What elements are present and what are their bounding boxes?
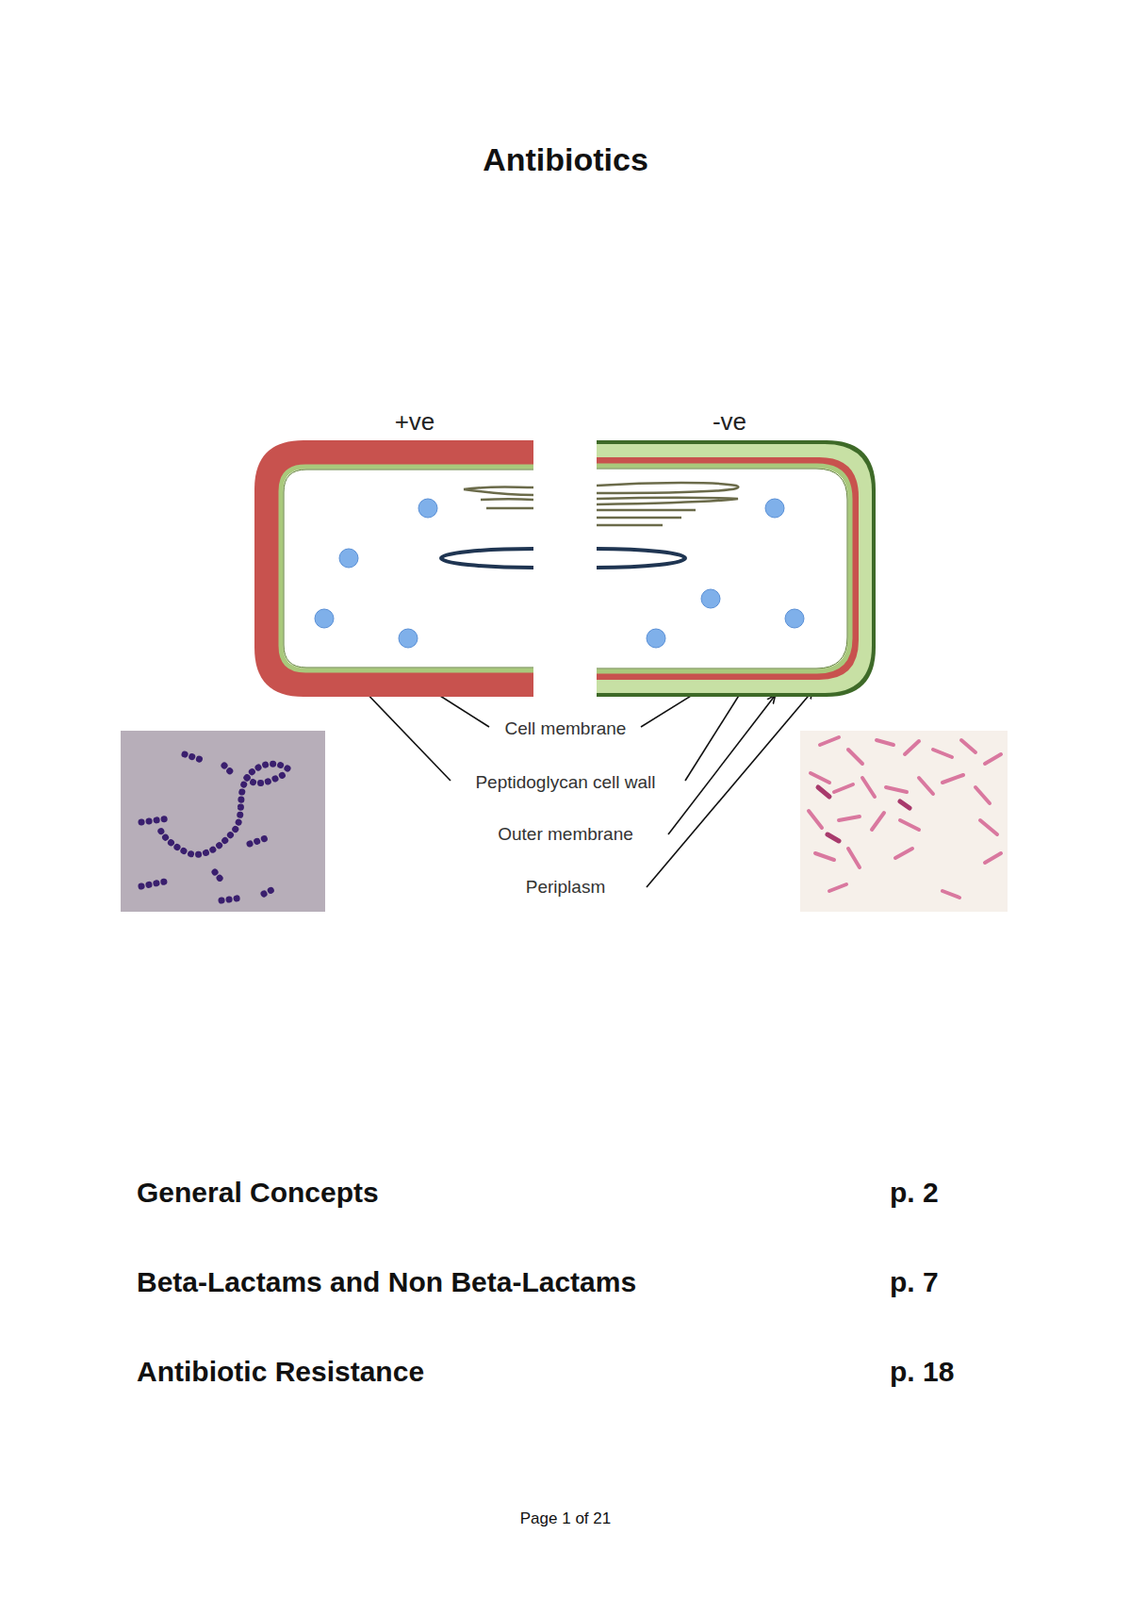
cell-half-outline [254,440,534,697]
contents-entry: Antibiotic Resistance [136,1354,425,1389]
gram-negative-cell: -ve [596,405,876,698]
part-label: Periplasm [188,876,943,899]
contents-entry: Beta-Lactams and Non Beta-Lactams [136,1264,637,1299]
cell-heading: +ve [377,407,453,437]
contents-page: p. 7 [889,1264,939,1299]
cell-heading: -ve [691,407,768,437]
part-label: Outer membrane [188,823,943,846]
gram-positive-micrograph [120,730,326,912]
part-label: Peptidoglycan cell wall [188,771,943,794]
contents-page: p. 2 [889,1175,939,1210]
contents-entry: General Concepts [136,1175,379,1210]
page-footer: Page 1 of 21 [188,1508,943,1528]
gram-positive-cell: +ve [254,405,534,698]
contents-page: p. 18 [889,1354,954,1389]
page-title: Antibiotics [188,140,943,180]
cell-half-outline [596,440,876,697]
gram-negative-micrograph [800,730,1008,912]
part-label: Cell membrane [188,718,943,740]
